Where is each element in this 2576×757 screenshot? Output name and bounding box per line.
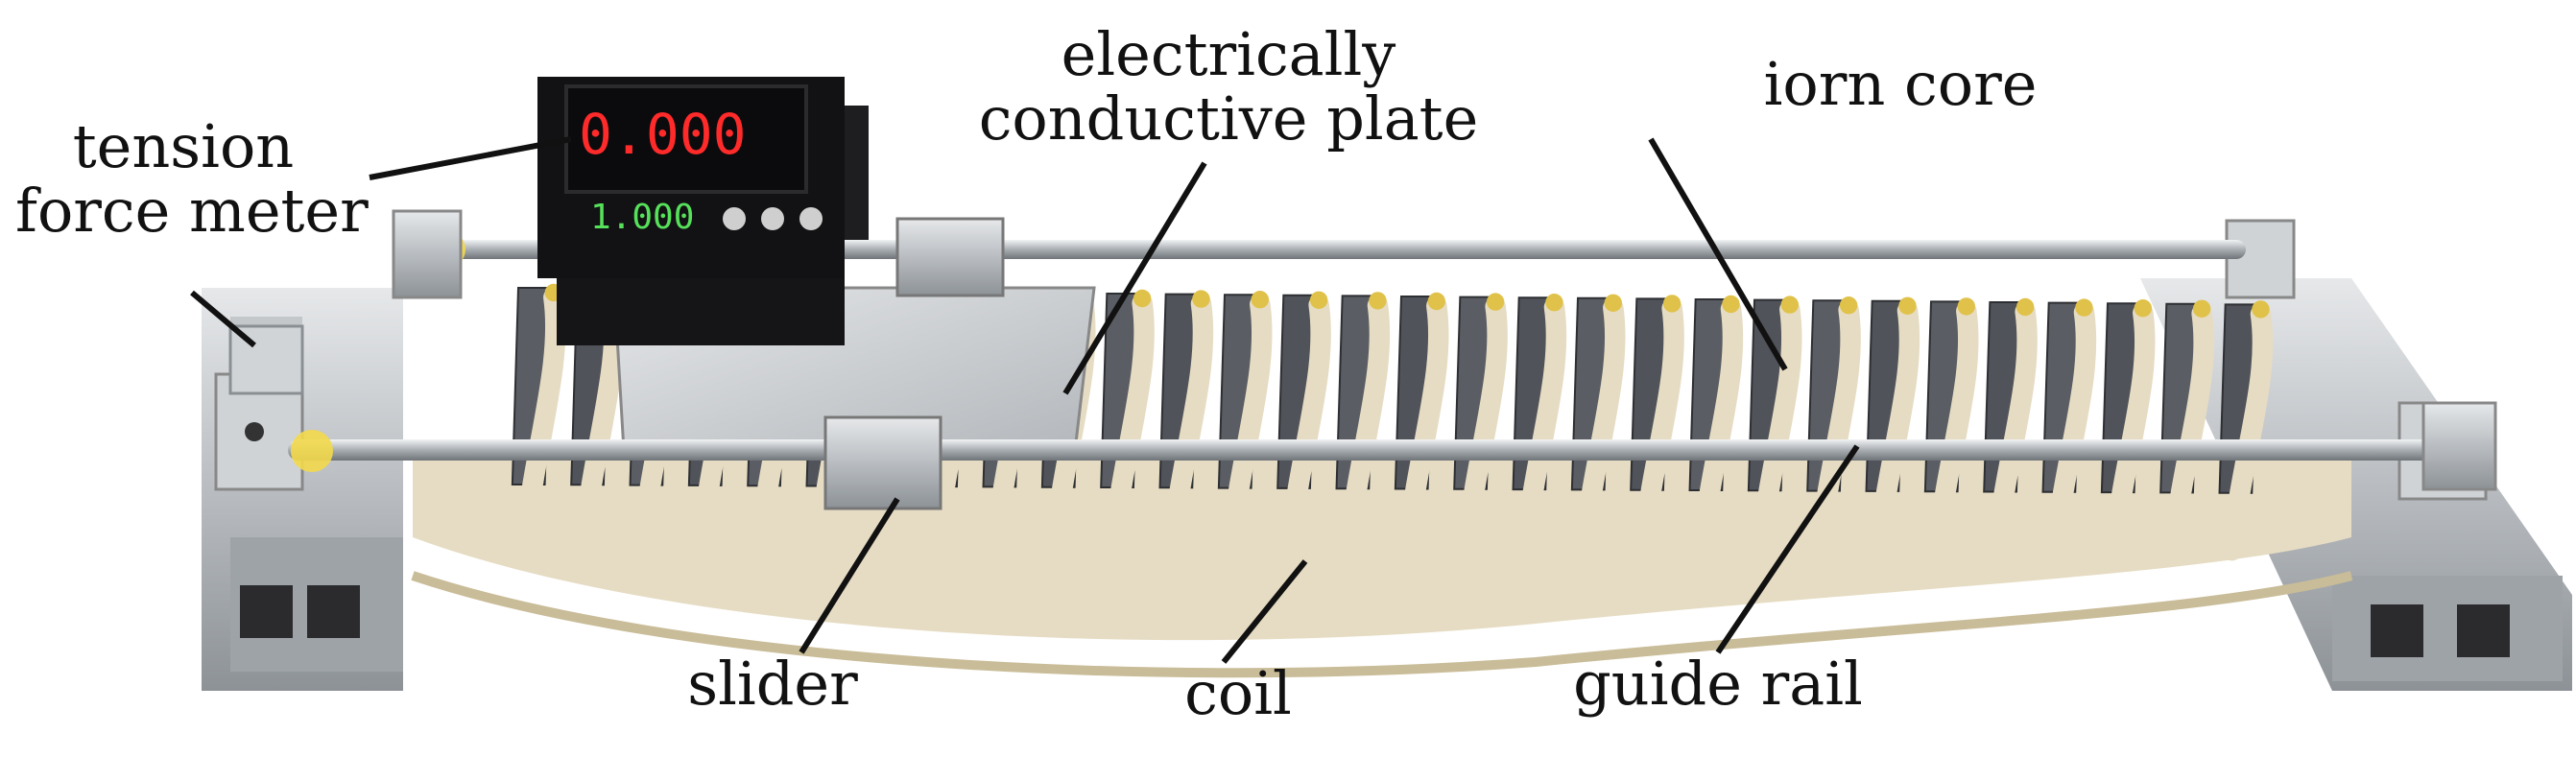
coil-winding <box>1691 298 1744 558</box>
front-slider-block <box>823 415 942 510</box>
coil-winding <box>1809 299 1861 559</box>
coil-tape <box>2192 299 2211 318</box>
leader-tension-2 <box>190 290 256 348</box>
coil-tape <box>1133 289 1152 308</box>
coil-winding <box>1456 296 1508 557</box>
coil-winding <box>1221 294 1273 556</box>
leader-slider <box>799 497 900 654</box>
leader-guide <box>1715 444 1860 654</box>
label-electrically-conductive-plate: electrically conductive plate <box>941 19 1516 154</box>
coil-tape <box>1780 296 1800 314</box>
coil-tape <box>1839 296 1858 315</box>
tension-force-meter-line2: force meter <box>15 175 369 246</box>
iron-core-text: iorn core <box>1763 49 2038 119</box>
coil-tape <box>1957 297 1975 316</box>
electrically-conductive-plate-line2: conductive plate <box>978 83 1479 154</box>
back-slider-block <box>895 217 1005 297</box>
coil-winding <box>1397 296 1449 557</box>
coil-winding <box>1161 293 1214 556</box>
coil-tape <box>1898 296 1917 315</box>
coil-winding <box>1986 301 2038 560</box>
coil-tape <box>1251 291 1270 309</box>
coil-tape <box>2015 297 2035 317</box>
coil-tape <box>1427 292 1446 311</box>
coil-tape <box>1369 292 1387 310</box>
label-tension-force-meter: tension force meter <box>15 111 369 246</box>
coil-winding <box>1868 300 1920 559</box>
leader-tension <box>369 136 572 180</box>
coil-tape <box>1722 295 1740 314</box>
coil-winding <box>2221 303 2274 561</box>
coil-winding <box>2044 301 2097 560</box>
coil-winding <box>1103 293 1155 556</box>
coil-winding <box>1927 300 1979 559</box>
coil-tape <box>1662 295 1682 313</box>
front-guide-rod <box>288 439 2476 461</box>
leader-plate <box>1062 161 1207 395</box>
coil-winding <box>1574 297 1626 558</box>
coil-winding <box>1338 295 1391 556</box>
coil-winding <box>1515 296 1567 557</box>
coil-text: coil <box>1184 658 1292 728</box>
coil-winding <box>2104 302 2156 560</box>
label-coil: coil <box>1142 658 1334 728</box>
tension-force-meter-line1: tension <box>72 111 295 181</box>
coil-winding <box>2162 303 2214 561</box>
slider-text: slider <box>687 649 858 719</box>
coil-winding <box>1751 298 1802 559</box>
guide-rail-text: guide rail <box>1573 649 1863 719</box>
coil-winding <box>514 287 566 553</box>
meter-top-readout: 0.000 <box>579 102 747 167</box>
meter-bottom-readout: 1.000 <box>590 198 694 237</box>
coil-tape <box>1309 291 1328 309</box>
electrically-conductive-plate-line1: electrically <box>1061 19 1396 89</box>
leader-coil <box>1221 559 1308 664</box>
coil-winding <box>1633 297 1684 558</box>
coil-winding <box>1279 295 1331 556</box>
coil-tape <box>1604 294 1623 312</box>
label-slider: slider <box>648 649 897 719</box>
coil-tape <box>1545 294 1563 312</box>
coil-tape <box>1192 290 1210 308</box>
leader-core <box>1648 137 1788 371</box>
back-guide-rod <box>403 240 2246 259</box>
label-iron-core: iorn core <box>1742 49 2059 119</box>
coil-tape <box>2134 299 2152 318</box>
leader-lines <box>190 136 1860 664</box>
label-guide-rail: guide rail <box>1545 649 1891 719</box>
coil-tape <box>2075 298 2093 317</box>
coil-tape <box>2252 300 2270 319</box>
coil-tape <box>1486 293 1505 311</box>
tension-force-meter-device: 0.000 1.000 <box>537 77 869 345</box>
